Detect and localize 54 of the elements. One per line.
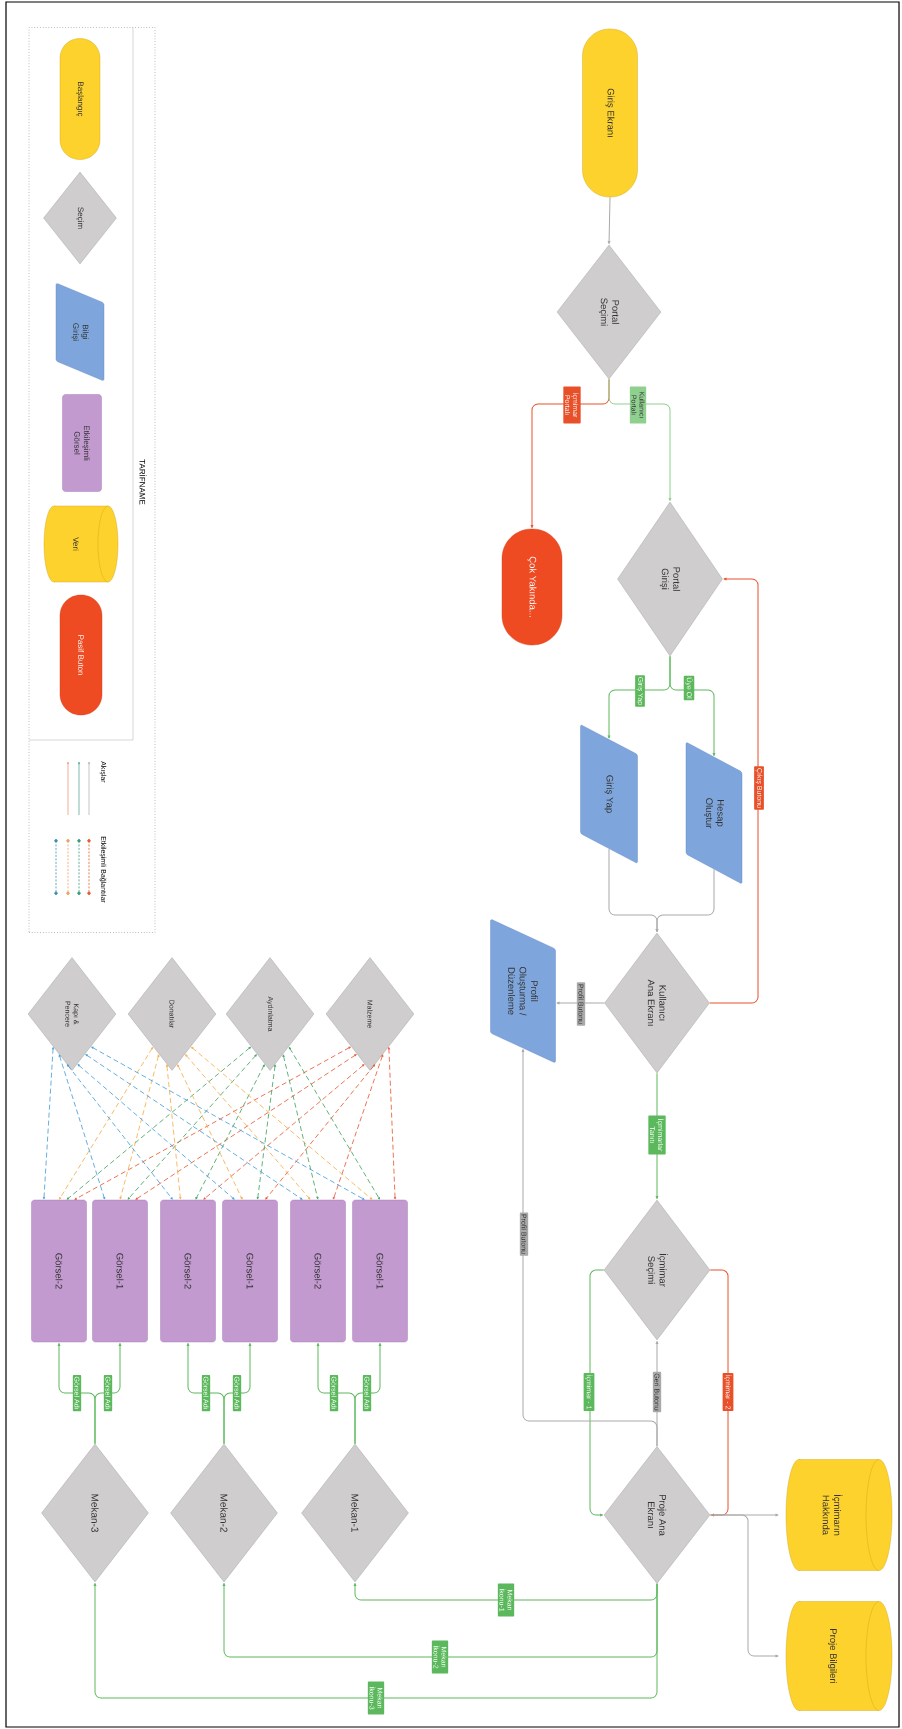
data-cylinder: Proje Bilgileri bbox=[785, 1601, 893, 1711]
dashed-connector bbox=[165, 1064, 182, 1200]
arrow bbox=[222, 1582, 658, 1658]
dashed-connector bbox=[77, 1064, 235, 1200]
arrow bbox=[57, 1342, 96, 1445]
process-box: Etkileşimli Görsel bbox=[62, 394, 102, 492]
dashed-connector bbox=[85, 1054, 303, 1200]
arrow bbox=[669, 655, 716, 757]
input-parallelogram: Hesap Oluştur bbox=[685, 742, 743, 884]
dashed-connector bbox=[119, 1054, 160, 1200]
dashed-connector bbox=[282, 1054, 319, 1200]
dashed-connector bbox=[42, 1047, 55, 1200]
data-cylinder: Veri bbox=[43, 505, 119, 583]
arrow bbox=[186, 1342, 225, 1445]
dashed-connector bbox=[387, 1047, 397, 1200]
arrow bbox=[93, 1582, 658, 1699]
process-box: Görsel-1 bbox=[352, 1199, 408, 1343]
arrow bbox=[709, 1514, 779, 1658]
arrow bbox=[608, 378, 672, 502]
process-box: Görsel-1 bbox=[222, 1199, 278, 1343]
dashed-connector bbox=[191, 1046, 373, 1200]
dashed-connector bbox=[66, 1046, 251, 1200]
arrow bbox=[709, 577, 759, 1004]
dashed-connector bbox=[177, 1064, 243, 1200]
input-parallelogram: Profil Oluşturma / Düzenleme bbox=[490, 919, 556, 1063]
terminal-box: Çok Yakında... bbox=[501, 528, 563, 646]
dashed-connector bbox=[59, 1046, 154, 1200]
arrow bbox=[521, 1048, 658, 1447]
terminal-box: Pasif Buton bbox=[59, 594, 103, 716]
dashed-connector bbox=[58, 1054, 106, 1200]
dashed-connector bbox=[66, 1064, 173, 1200]
dashed-connector bbox=[332, 1054, 384, 1200]
process-box: Görsel-2 bbox=[290, 1199, 346, 1343]
dashed-connector bbox=[185, 1054, 311, 1200]
input-parallelogram: Giriş Yap bbox=[580, 725, 638, 863]
data-cylinder: İçmimarın Hakkında bbox=[785, 1459, 893, 1571]
input-parallelogram: Bilgi Girişi bbox=[55, 283, 105, 381]
process-box: Görsel-2 bbox=[31, 1199, 87, 1343]
process-box: Görsel-1 bbox=[92, 1199, 148, 1343]
process-box: Görsel-2 bbox=[160, 1199, 216, 1343]
dashed-connector bbox=[256, 1064, 276, 1200]
dashed-connector bbox=[288, 1046, 380, 1200]
dashed-connector bbox=[127, 1054, 257, 1200]
dashed-connector bbox=[195, 1064, 265, 1200]
arrow bbox=[556, 1001, 605, 1005]
terminal-box: Giriş Ekranı bbox=[582, 28, 638, 198]
dashed-connector bbox=[265, 1064, 376, 1200]
arrow bbox=[607, 196, 611, 245]
arrow bbox=[316, 1342, 356, 1445]
arrow bbox=[655, 868, 715, 933]
arrow bbox=[353, 1582, 658, 1601]
dashed-connector bbox=[203, 1064, 365, 1200]
terminal-box: Başlangıç bbox=[59, 38, 101, 160]
dashed-connector bbox=[135, 1054, 357, 1200]
